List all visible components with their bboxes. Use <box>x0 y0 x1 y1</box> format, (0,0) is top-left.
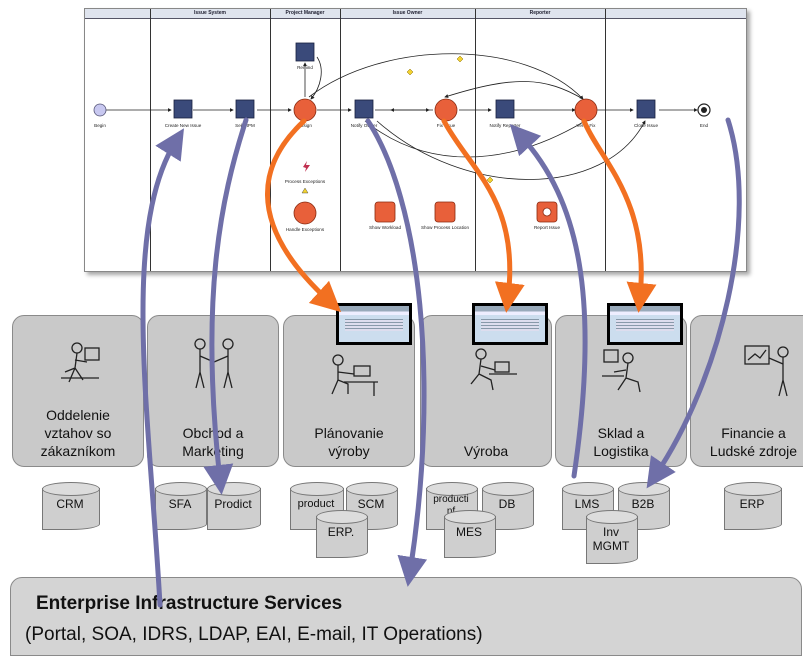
assign-gateway-icon <box>293 98 317 122</box>
department-label: Oddelenie vztahov so zákazníkom <box>40 407 116 459</box>
remind-task-icon <box>295 42 315 62</box>
lane-header-issue-system: Issue System <box>150 9 270 19</box>
timer-marker-icon <box>486 176 494 184</box>
fix-issue-label: Fix Issue <box>436 123 456 128</box>
timer-marker-icon <box>406 68 414 76</box>
database-label: DB <box>498 497 516 511</box>
create-new-issue-label: Create New Issue <box>164 123 202 128</box>
database-crm: CRM <box>42 482 100 530</box>
notify-reporter-task-icon <box>495 99 515 119</box>
database-sfa: SFA <box>155 482 207 530</box>
department-label: Výroba <box>463 443 509 459</box>
show-workload-icon <box>374 201 396 223</box>
select-pm-label: SelectPM <box>235 123 255 128</box>
department-label: Plánovanie výroby <box>314 425 384 459</box>
bpm-process-diagram: Issue System Project Manager Issue Owner… <box>84 8 747 272</box>
database-label: LMS <box>574 497 600 511</box>
create-new-issue-task-icon <box>173 99 193 119</box>
warning-icon <box>301 187 309 194</box>
report-issue-label: Report Issue <box>533 225 561 230</box>
close-issue-task-icon <box>636 99 656 119</box>
database-prodict: Prodict <box>207 482 261 530</box>
bpm-flow-svg <box>93 42 711 225</box>
handshake-icon <box>194 338 234 389</box>
database-erp-dot: ERP. <box>316 510 368 558</box>
lane-divider <box>340 9 341 271</box>
lane-header-project-manager: Project Manager <box>270 9 340 19</box>
workload-screenshot-thumbnail <box>336 303 412 345</box>
fix-issue-gateway-icon <box>434 98 458 122</box>
verify-fix-label: Verify Fix <box>576 123 596 128</box>
database-label: CRM <box>56 497 84 511</box>
computer-user-icon <box>602 349 641 393</box>
process-location-screenshot-thumbnail <box>472 303 548 345</box>
presenter-chart-icon <box>744 345 789 397</box>
process-exceptions-label: Process Exceptions <box>284 179 326 184</box>
show-process-location-label: Show Process Location <box>420 225 470 230</box>
department-label: Financie a Ludské zdroje <box>709 425 798 459</box>
database-erp: ERP <box>724 482 782 530</box>
assign-label: Assign <box>298 123 312 128</box>
desk-worker-icon <box>331 354 378 396</box>
lane-header-blank-right <box>605 9 746 19</box>
department-finance-hr: Financie a Ludské zdroje <box>690 315 803 467</box>
department-label: Obchod a Marketing <box>182 425 244 459</box>
handle-exceptions-label: Handle Exceptions <box>285 227 325 232</box>
department-customer-relations: Oddelenie vztahov so zákazníkom <box>12 315 144 467</box>
begin-event-icon <box>93 103 107 117</box>
department-label: Sklad a Logistika <box>593 425 649 459</box>
infrastructure-title: Enterprise Infrastructure Services <box>36 593 343 614</box>
database-label: SCM <box>357 497 385 511</box>
database-label: ERP. <box>327 525 355 539</box>
show-workload-label: Show Workload <box>368 225 402 230</box>
database-label: ERP <box>739 497 765 511</box>
timer-marker-icon <box>456 55 464 63</box>
worker-computer-icon <box>470 348 517 391</box>
department-sales-marketing: Obchod a Marketing <box>147 315 279 467</box>
database-mes: MES <box>444 510 496 558</box>
database-label: MES <box>455 525 482 539</box>
lightning-exception-icon <box>303 161 310 172</box>
database-label: SFA <box>168 497 192 511</box>
lane-header-issue-owner: Issue Owner <box>340 9 475 19</box>
lane-header-reporter: Reporter <box>475 9 605 19</box>
notify-owner-label: Notify Owner <box>350 123 378 128</box>
verify-fix-gateway-icon <box>574 98 598 122</box>
database-label: Inv MGMT <box>592 525 630 553</box>
customer-service-person-icon <box>61 342 100 383</box>
remind-label: Remind <box>297 65 313 70</box>
show-process-location-icon <box>434 201 456 223</box>
handle-exceptions-gateway-icon <box>293 201 317 225</box>
select-pm-task-icon <box>235 99 255 119</box>
close-issue-label: Close Issue <box>633 123 659 128</box>
database-lms: LMS <box>562 482 614 530</box>
infrastructure-subtitle: (Portal, SOA, IDRS, LDAP, EAI, E-mail, I… <box>25 624 483 645</box>
database-inv-mgmt: Inv MGMT <box>586 510 638 564</box>
end-label: End <box>699 123 709 128</box>
begin-label: Begin <box>94 123 106 128</box>
report-issue-screenshot-thumbnail <box>607 303 683 345</box>
notify-owner-task-icon <box>354 99 374 119</box>
database-label: product <box>297 498 335 510</box>
database-label: B2B <box>631 497 655 511</box>
lane-header-blank <box>85 9 150 19</box>
enterprise-infrastructure-panel: Enterprise Infrastructure Services (Port… <box>10 577 802 656</box>
database-label: Prodict <box>214 497 252 511</box>
notify-reporter-label: Notify Reporter <box>489 123 521 128</box>
